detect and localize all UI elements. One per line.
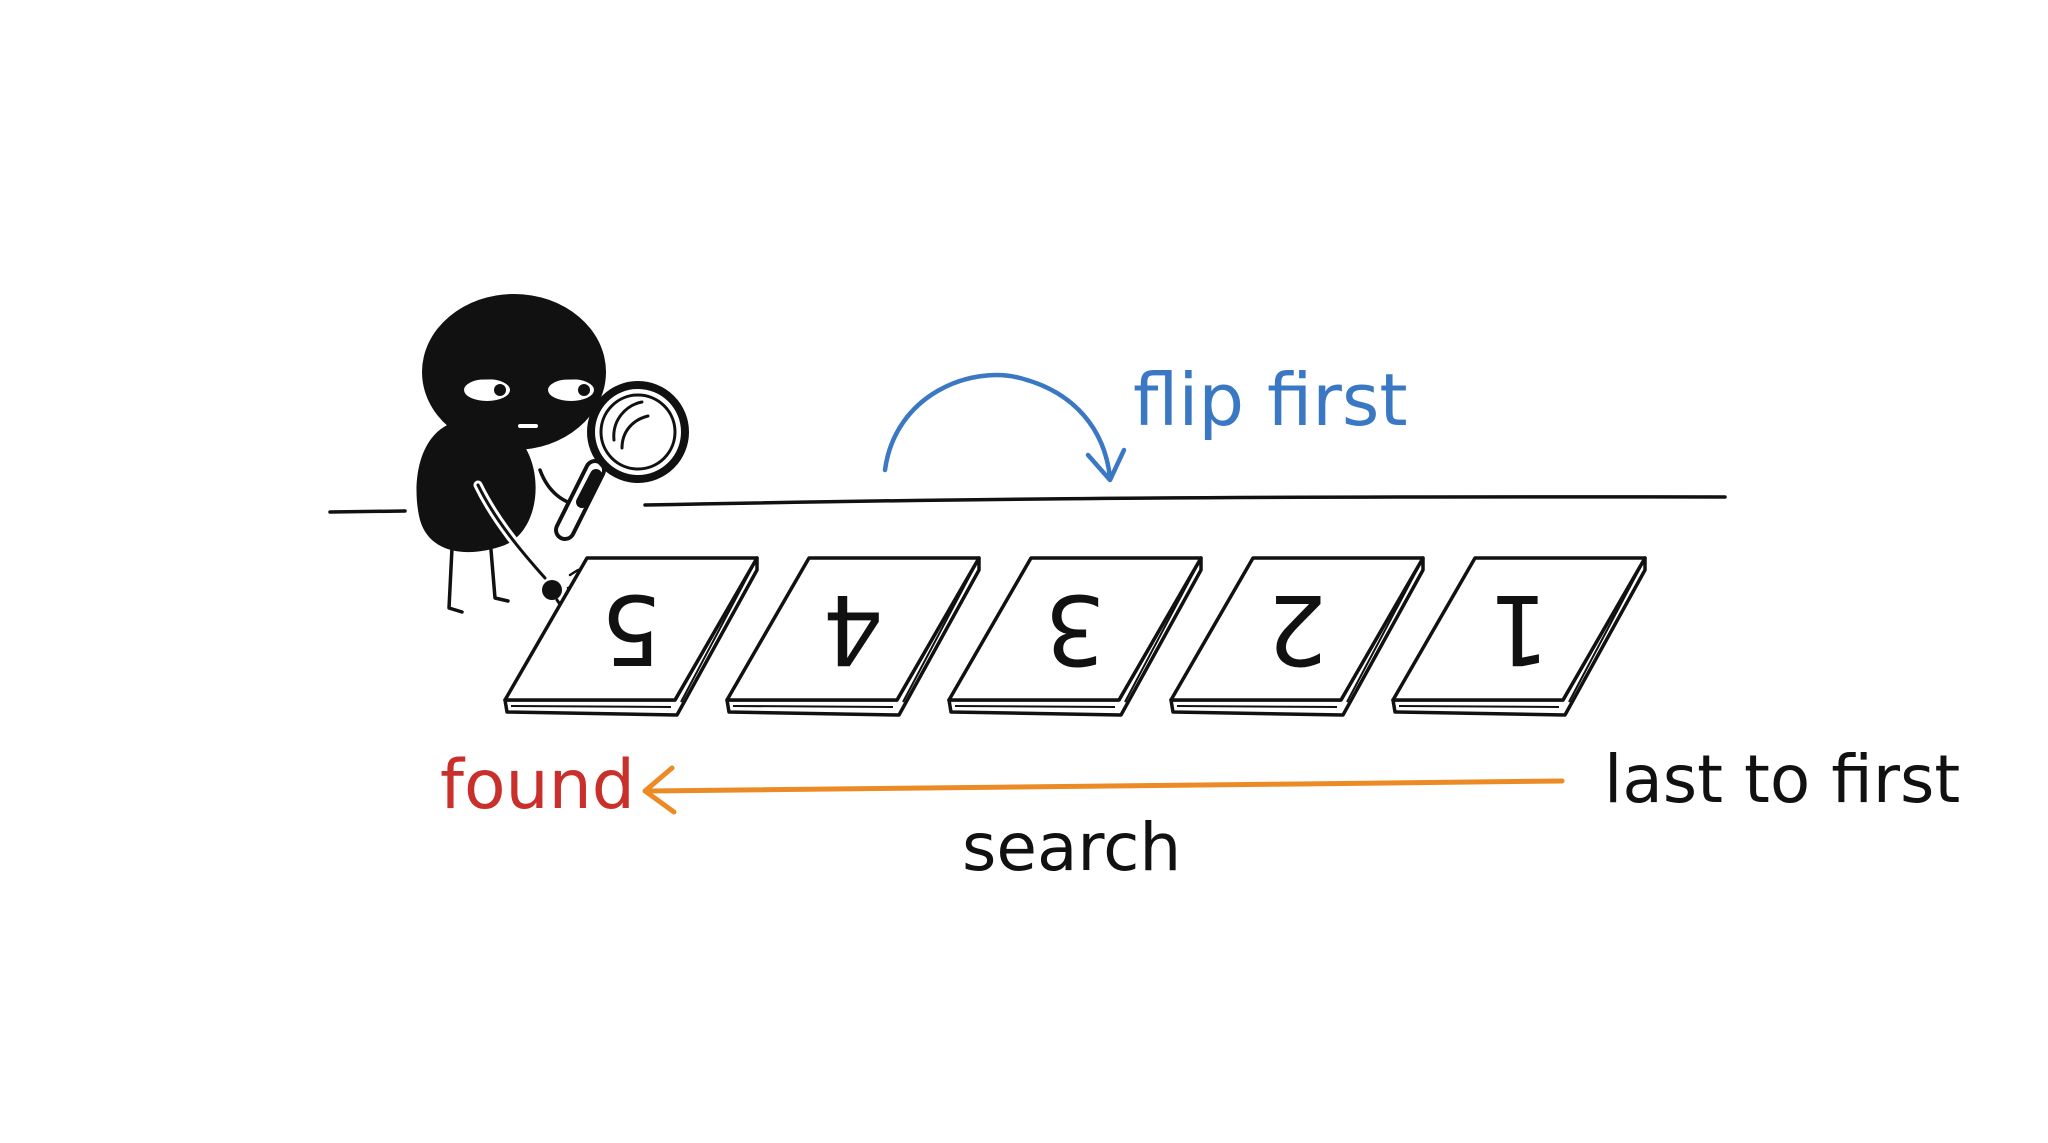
found-label: found xyxy=(440,746,635,825)
card-3: 3 xyxy=(947,556,1203,717)
flip-first-label: flip first xyxy=(1133,358,1408,442)
card-1: 1 xyxy=(1391,556,1647,717)
card-face xyxy=(725,556,981,702)
card-number: 1 xyxy=(1488,573,1549,685)
search-arrow xyxy=(642,765,1565,815)
flip-arrow xyxy=(882,372,1127,483)
search-label: search xyxy=(962,809,1181,886)
card-5: 5 xyxy=(503,556,759,717)
card-number: 5 xyxy=(600,573,661,685)
card-number: 2 xyxy=(1266,573,1327,685)
card-4: 4 xyxy=(725,556,981,717)
character-head xyxy=(422,294,606,450)
card-face xyxy=(1391,556,1647,702)
card-number: 3 xyxy=(1044,573,1105,685)
card-face xyxy=(1169,556,1425,702)
card-row: 5 4 3 2 1 xyxy=(503,556,1647,717)
ground-line xyxy=(328,495,1727,514)
card-face xyxy=(947,556,1203,702)
magnifying-glass-icon xyxy=(554,381,689,541)
character-figure xyxy=(416,294,606,624)
card-face xyxy=(503,556,759,702)
card-number: 4 xyxy=(822,573,883,685)
card-2: 2 xyxy=(1169,556,1425,717)
last-to-first-label: last to first xyxy=(1604,741,1960,818)
